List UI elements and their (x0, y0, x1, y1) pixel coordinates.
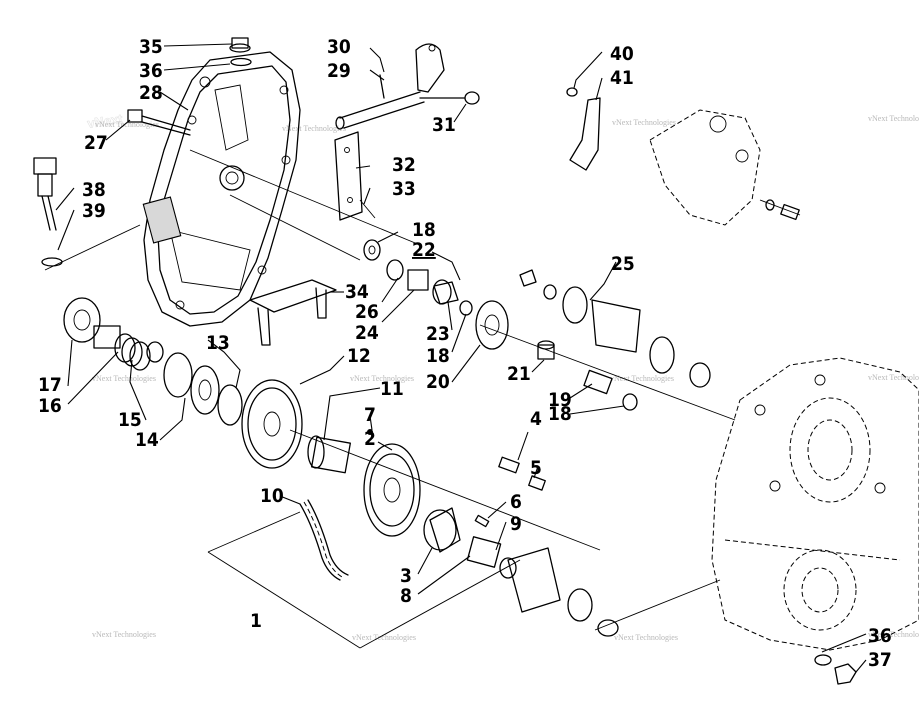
watermark: vNext Technologies (610, 374, 674, 383)
callout-21: 21 (507, 363, 531, 385)
leader-lines (55, 43, 867, 673)
callout-32: 32 (392, 154, 416, 176)
gearcase-housing (711, 357, 919, 651)
callout-35: 35 (139, 36, 163, 58)
callout-36: 36 (139, 60, 163, 82)
callout-3: 3 (400, 565, 412, 587)
callout-34: 34 (345, 281, 369, 303)
callout-1: 1 (250, 610, 262, 632)
gear-12 (241, 379, 303, 469)
callout-5: 5 (530, 457, 542, 479)
watermark: vNext Technologies (868, 630, 919, 639)
callout-28: 28 (139, 82, 163, 104)
shaft-19 (583, 369, 638, 411)
callout-16: 16 (38, 395, 62, 417)
callout-8: 8 (400, 585, 412, 607)
cover-screw (127, 109, 191, 136)
shift-shaft (335, 43, 480, 130)
callout-39: 39 (82, 200, 106, 222)
gear-20 (475, 300, 509, 350)
callout-24: 24 (355, 322, 379, 344)
callout-labels: 35 36 28 27 30 29 31 32 33 18 22 34 26 2… (38, 36, 892, 671)
callout-12: 12 (347, 345, 371, 367)
callout-10: 10 (260, 485, 284, 507)
callout-26: 26 (355, 301, 379, 323)
watermark: vNext Technologies (350, 374, 414, 383)
bearing-8 (466, 536, 517, 579)
callout-18: 18 (426, 345, 450, 367)
watermark: vNext Technologies (92, 374, 156, 383)
gear-25-group (519, 269, 711, 388)
pin-6 (474, 514, 490, 528)
callout-15: 15 (118, 409, 142, 431)
callout-18: 18 (412, 219, 436, 241)
callout-37: 37 (868, 649, 892, 671)
fill-cap (229, 37, 252, 67)
callout-2: 2 (364, 428, 376, 450)
watermark: vNext Technologies (868, 373, 919, 382)
shift-arm (566, 87, 601, 171)
watermark: vNext Technologies (95, 120, 159, 129)
callout-11: 11 (380, 378, 404, 400)
callout-29: 29 (327, 60, 351, 82)
watermark: vNext Technologies (614, 633, 678, 642)
cover-plate (334, 131, 376, 221)
washers-15 (146, 341, 164, 363)
callout-33: 33 (392, 178, 416, 200)
watermarks: vNext vNext Technologies vNext Technolog… (86, 111, 919, 642)
callout-14: 14 (135, 429, 159, 451)
collar-3 (423, 507, 461, 553)
callout-9: 9 (510, 513, 522, 535)
sprocket-11 (307, 435, 351, 474)
callout-30: 30 (327, 36, 351, 58)
callout-22: 22 (412, 239, 436, 261)
watermark: vNext Technologies (282, 124, 346, 133)
callout-41: 41 (610, 67, 634, 89)
svg-text:vNext: vNext (86, 111, 124, 131)
callout-18: 18 (548, 403, 572, 425)
axis-lines (44, 149, 801, 631)
callout-27: 27 (84, 132, 108, 154)
chain-10 (299, 499, 349, 581)
callout-31: 31 (432, 114, 456, 136)
drain-bolt (814, 654, 857, 685)
callout-38: 38 (82, 179, 106, 201)
spacer-21 (537, 340, 555, 360)
callout-7: 7 (364, 404, 376, 426)
callout-23: 23 (426, 323, 450, 345)
chain-case-cover (142, 51, 301, 327)
callout-36: 36 (868, 625, 892, 647)
dipstick (33, 157, 63, 267)
callout-20: 20 (426, 371, 450, 393)
detent-housing (649, 109, 800, 226)
callout-40: 40 (610, 43, 634, 65)
watermark: vNext Technologies (92, 630, 156, 639)
callout-6: 6 (510, 491, 522, 513)
hub-17 (63, 297, 121, 349)
callout-19: 19 (548, 389, 572, 411)
lower-bearing-plate (507, 547, 619, 637)
belleville-14 (163, 352, 243, 426)
pin-4-spring-5 (498, 456, 546, 491)
callout-25: 25 (611, 253, 635, 275)
watermark: vNext Technologies (868, 114, 919, 123)
callout-4: 4 (530, 408, 542, 430)
watermark: vNext Technologies (612, 118, 676, 127)
bracket (249, 279, 337, 346)
gear-2 (363, 429, 421, 537)
callout-17: 17 (38, 374, 62, 396)
callout-13: 13 (206, 332, 230, 354)
watermark: vNext Technologies (352, 633, 416, 642)
assembly-bracket-1 (207, 511, 521, 649)
